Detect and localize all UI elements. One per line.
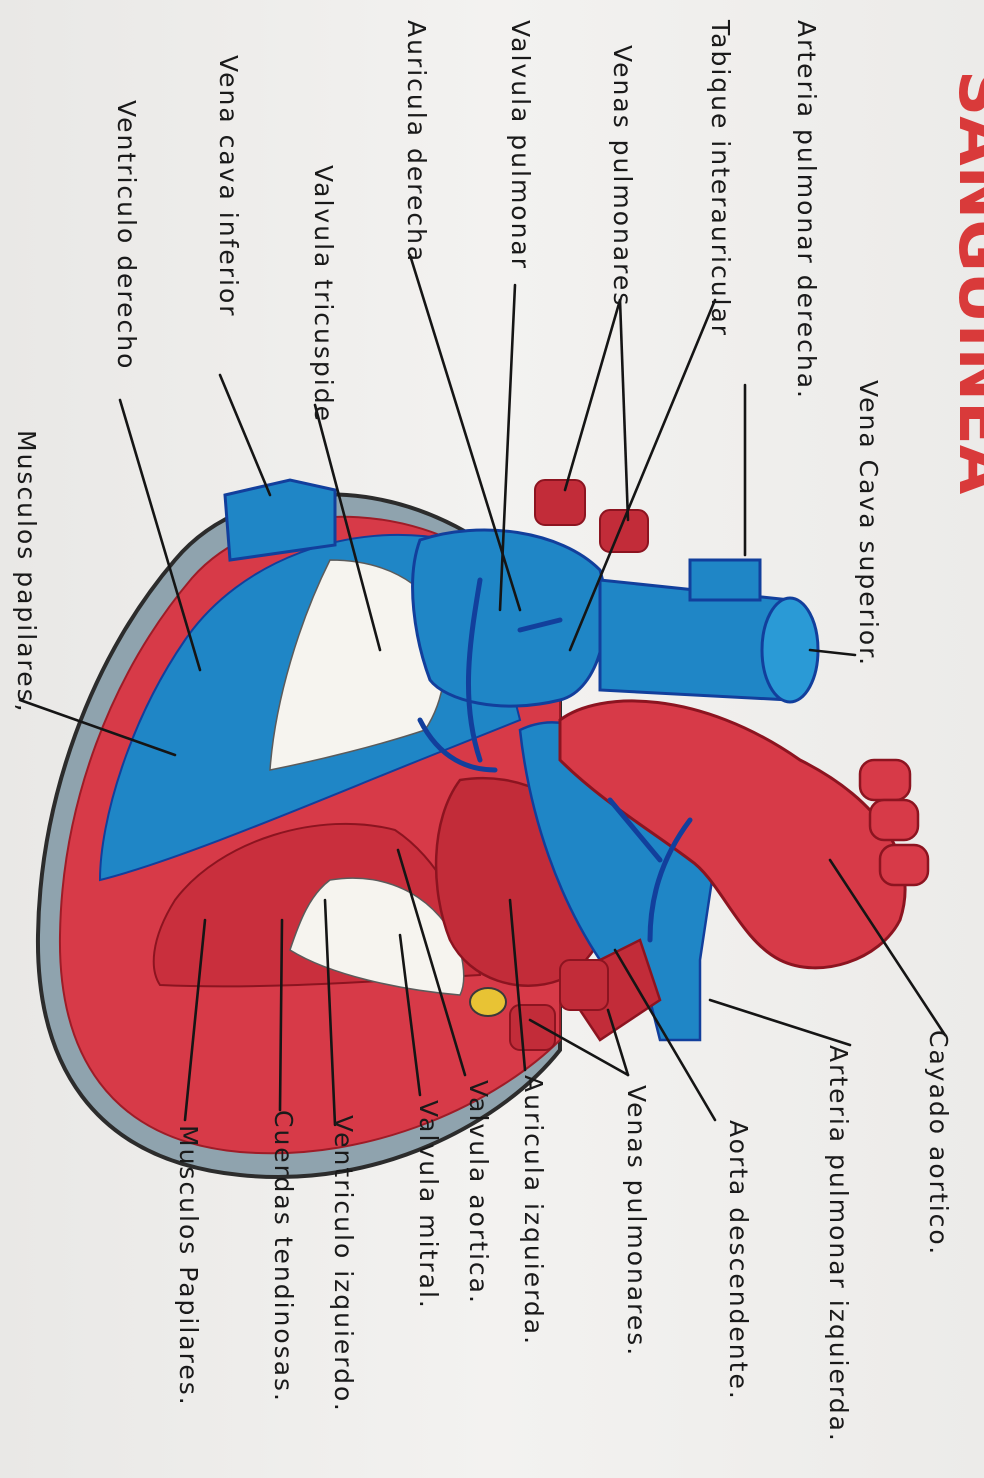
label-vena-cava-inferior: Vena cava inferior bbox=[214, 55, 243, 318]
label-aorta-descendente: Aorta descendente. bbox=[724, 1120, 753, 1401]
label-valvula-tricuspide: Valvula tricuspide bbox=[309, 165, 338, 423]
label-auricula-derecha: Auricula derecha bbox=[402, 20, 431, 263]
inferior-vena-cava bbox=[225, 480, 335, 560]
label-ventriculo-derecho: Ventriculo derecho bbox=[112, 100, 141, 370]
label-arteria-pulmonar-derecha: Arteria pulmonar derecha. bbox=[792, 20, 821, 400]
label-musculos-papilares-izquierdo: Musculos Papilares. bbox=[174, 1125, 203, 1407]
label-vena-cava-superior: Vena Cava superior. bbox=[854, 380, 883, 667]
heart bbox=[38, 480, 928, 1177]
label-arteria-pulmonar-izquierda: Arteria pulmonar izquierda. bbox=[824, 1045, 853, 1443]
label-valvula-mitral: Valvula mitral. bbox=[414, 1100, 443, 1310]
label-musculos-papilares-derecho: Musculos papilares, bbox=[12, 430, 41, 714]
label-venas-pulmonares-derecha: Venas pulmonares bbox=[608, 45, 637, 307]
label-ventriculo-izquierdo: Ventriculo izquierdo. bbox=[329, 1115, 358, 1413]
label-valvula-pulmonar: Valvula pulmonar bbox=[506, 20, 535, 270]
label-venas-pulmonares-izquierda: Venas pulmonares. bbox=[622, 1085, 651, 1357]
label-cuerdas-tendinosas: Cuerdas tendinosas. bbox=[269, 1110, 298, 1403]
aortic-valve bbox=[470, 988, 506, 1016]
label-valvula-aortica: Valvula aortica. bbox=[464, 1080, 493, 1305]
right-atrium bbox=[413, 530, 606, 706]
label-tabique-interauricular: Tabique interauricular bbox=[706, 19, 735, 337]
right-pulmonary-artery bbox=[690, 560, 760, 600]
title: SANGUINEA bbox=[944, 70, 984, 495]
label-auricula-izquierda: Auricula izquierda. bbox=[519, 1075, 548, 1346]
label-cayado-aortico: Cayado aortico. bbox=[924, 1030, 953, 1256]
